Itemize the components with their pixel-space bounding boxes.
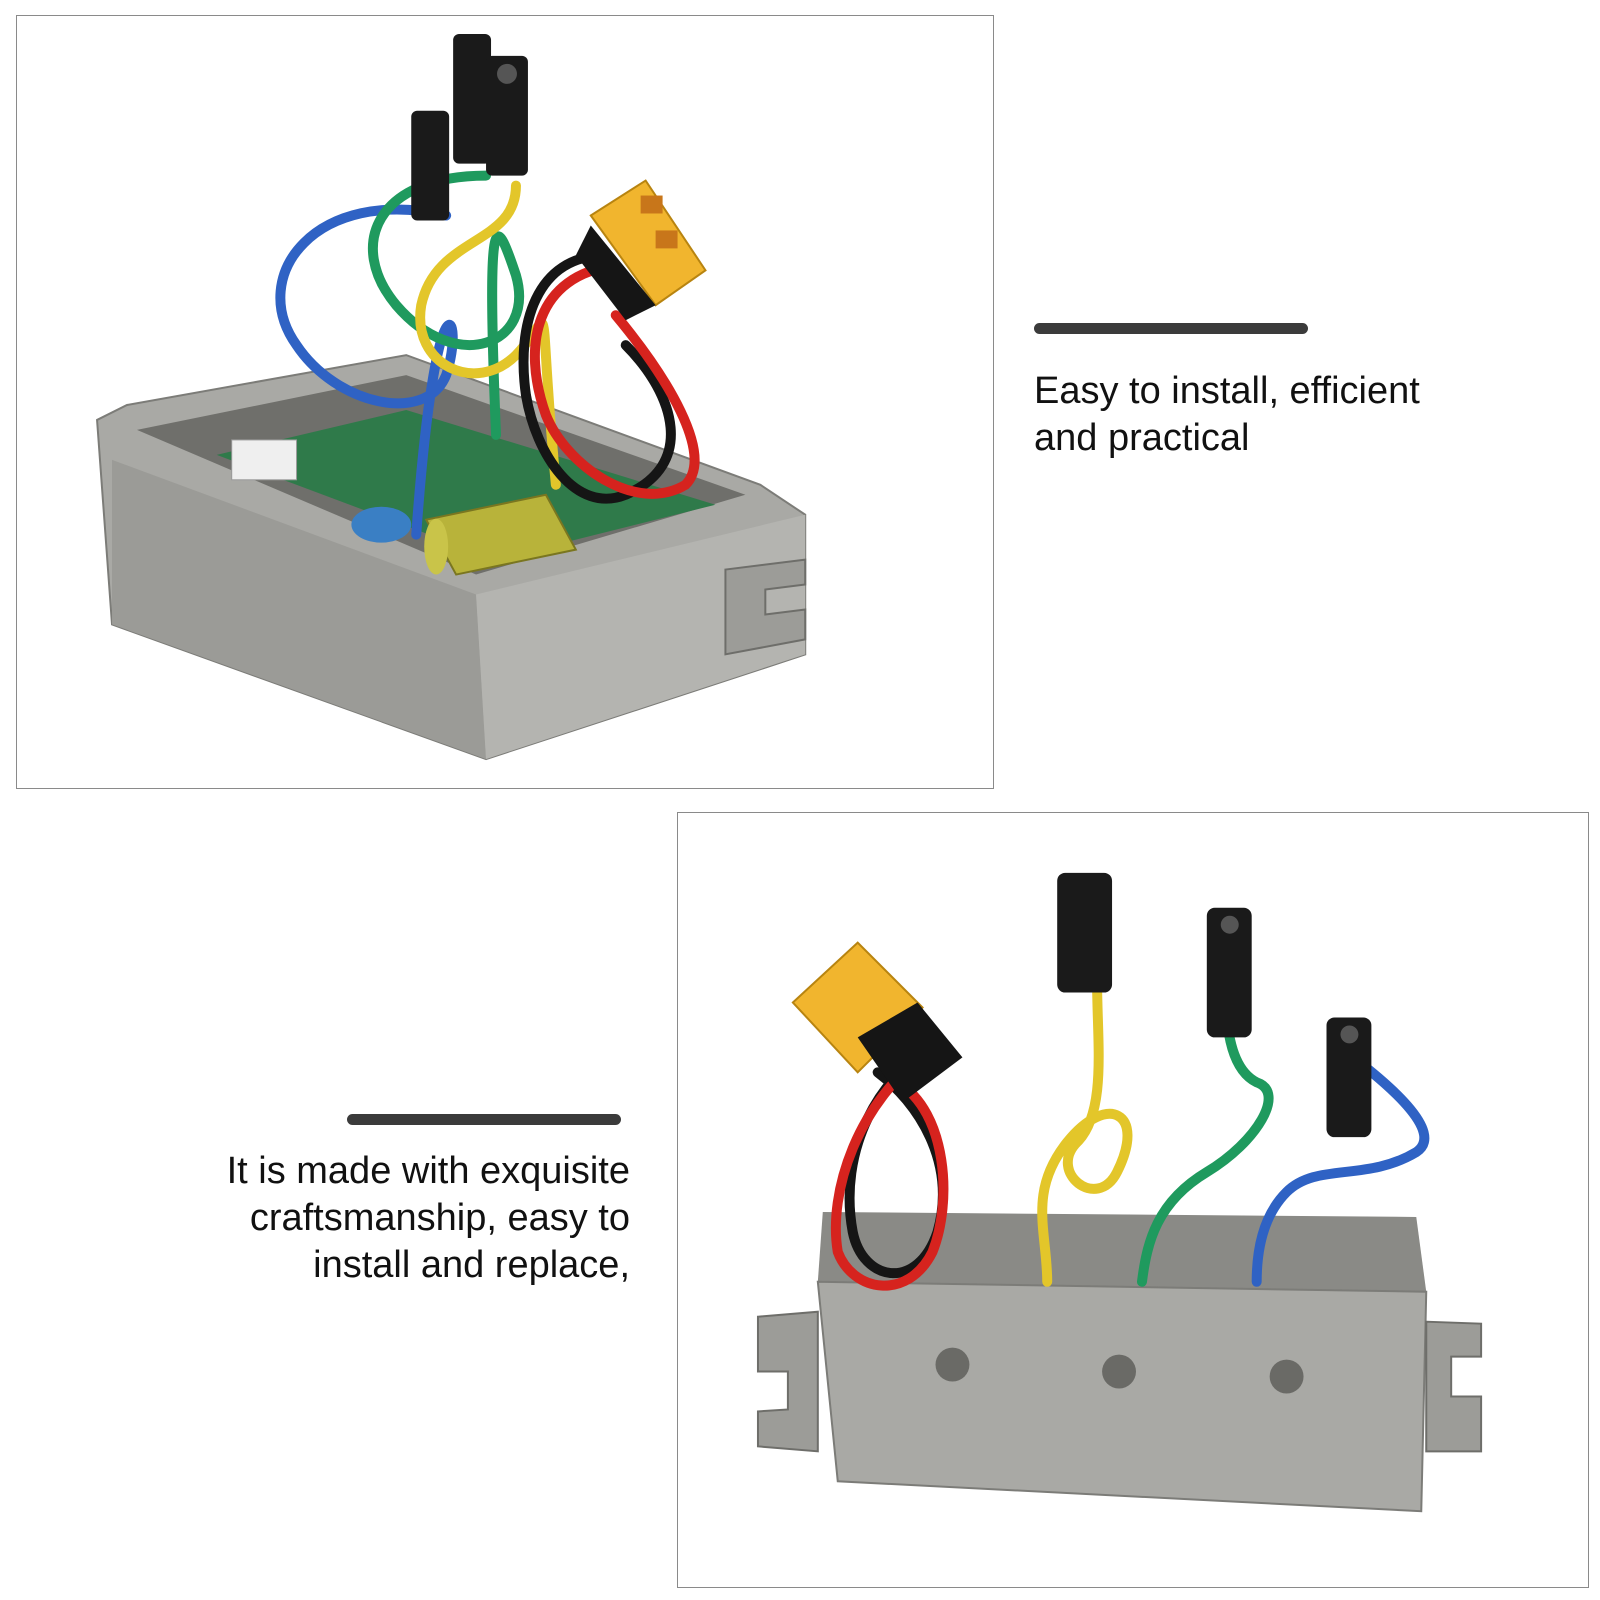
- wires-bottom: [830, 957, 1430, 1291]
- housing-rim: [817, 1211, 1427, 1292]
- divider-bar-bottom: [347, 1114, 621, 1125]
- controller-box-front-illustration: [756, 872, 1483, 1513]
- caption-bottom: It is made with exquisite craftsmanship,…: [226, 1150, 630, 1286]
- xt60-connector: [791, 941, 963, 1103]
- electrolytic-capacitor: [424, 493, 578, 576]
- circuit-board: [216, 409, 716, 560]
- mounting-tabs: [756, 1310, 1483, 1453]
- product-photo-top: [16, 15, 994, 789]
- xt60-connector: [575, 179, 707, 321]
- divider-bar-top: [1034, 323, 1308, 334]
- wires-top: [275, 170, 700, 540]
- product-photo-bottom: [677, 812, 1589, 1588]
- controller-box-angled-illustration: [96, 33, 807, 761]
- housing-front-face: [816, 1280, 1428, 1513]
- housing-side-face: [476, 514, 806, 760]
- mounting-tab: [724, 558, 807, 656]
- bullet-connectors: [411, 33, 528, 221]
- blue-capacitor: [351, 506, 412, 543]
- screws: [935, 1347, 1304, 1394]
- housing-front-face: [112, 459, 487, 760]
- bullet-connectors: [1057, 872, 1372, 1138]
- white-connector-block: [231, 439, 298, 481]
- caption-top: Easy to install, efficient and practical: [1034, 370, 1420, 459]
